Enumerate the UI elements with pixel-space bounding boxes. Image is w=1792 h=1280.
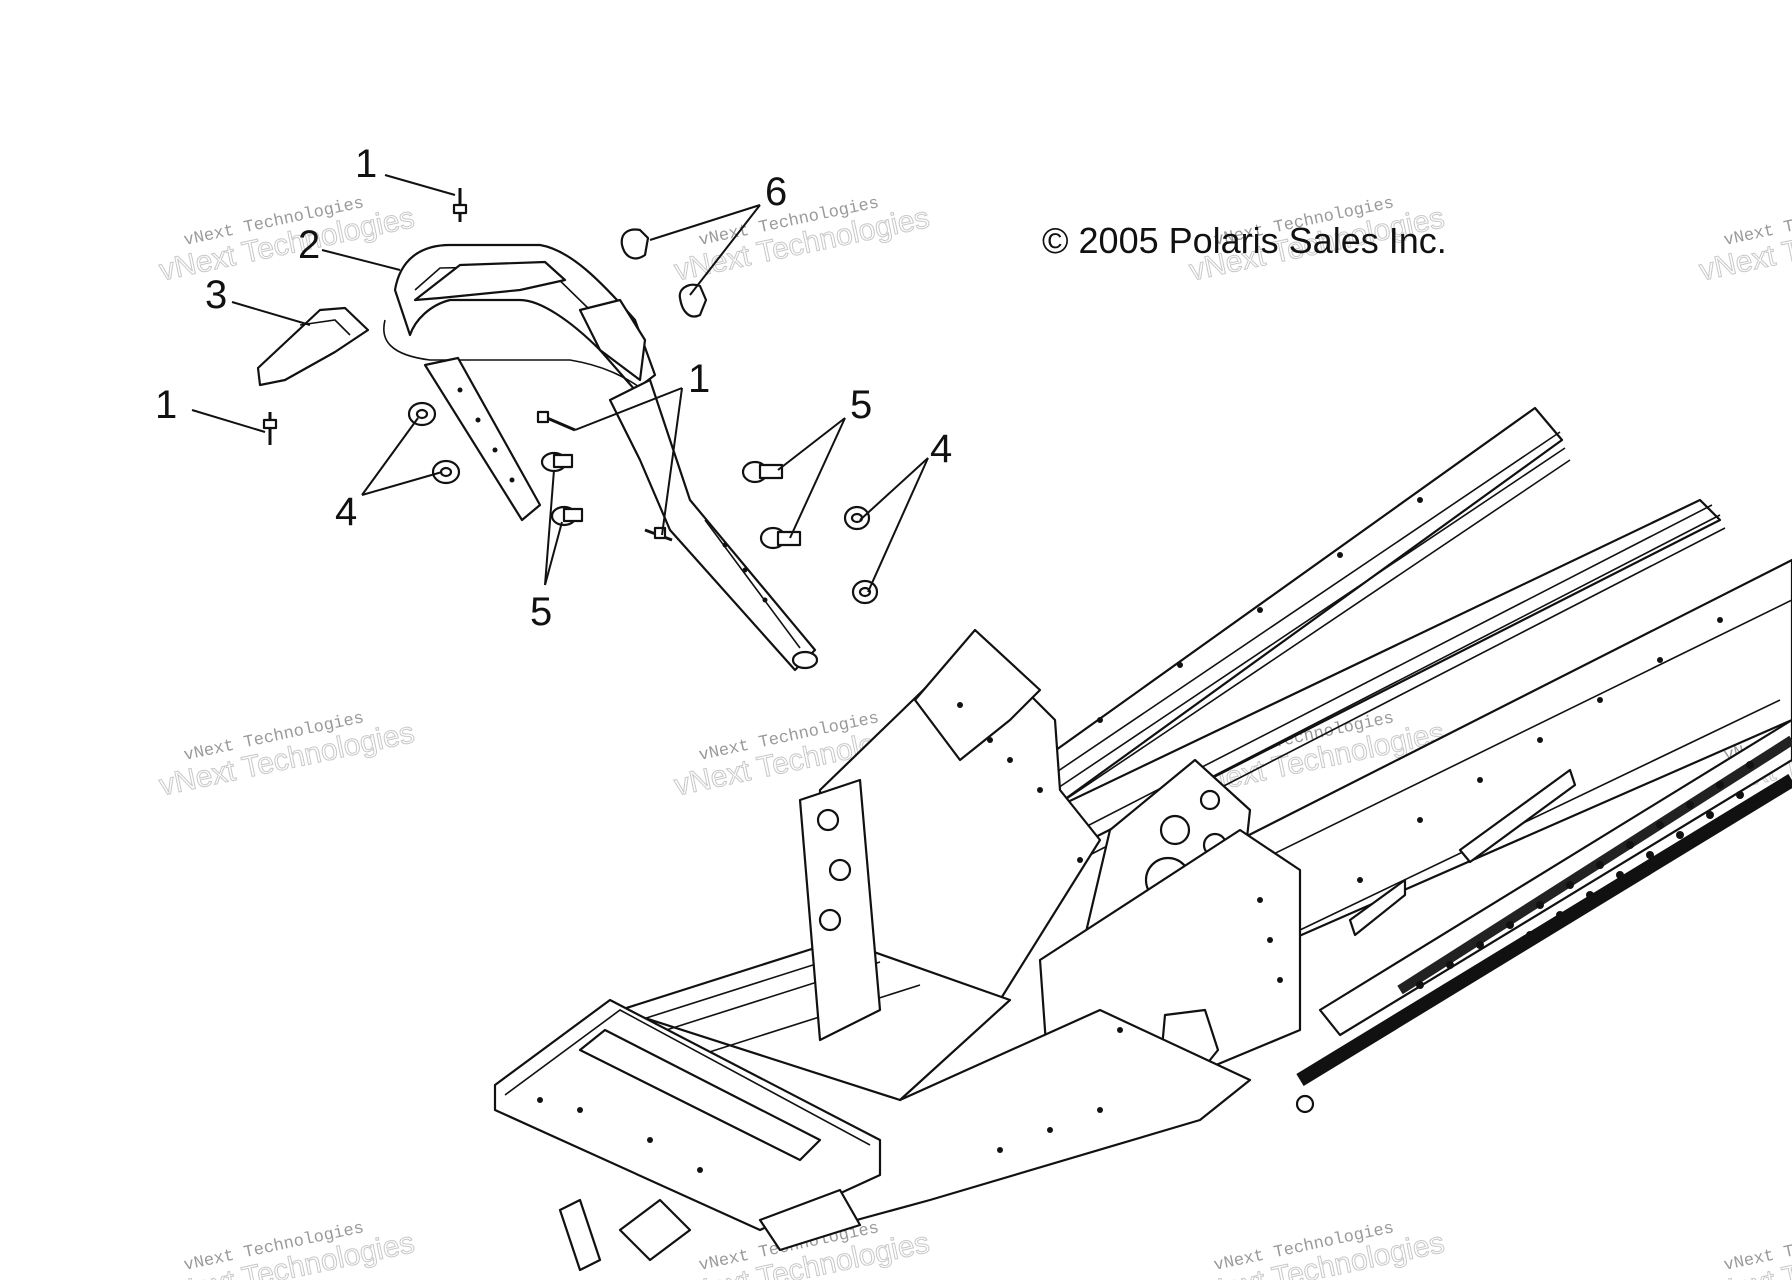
callout-5-right: 5 xyxy=(850,383,872,427)
callout-4-left: 4 xyxy=(335,490,357,534)
leader-lines xyxy=(191,174,929,593)
chassis-frame xyxy=(493,406,1792,1272)
bolt xyxy=(550,505,584,527)
callout-1-left: 1 xyxy=(155,383,177,427)
mount-bracket-edge xyxy=(299,319,351,336)
callout-1-top: 1 xyxy=(355,142,377,186)
tube-end xyxy=(1295,1094,1315,1114)
callout-6: 6 xyxy=(765,170,787,214)
steering-post-assembly xyxy=(383,243,819,672)
rivet xyxy=(262,412,278,445)
tunnel-slot xyxy=(1348,878,1407,937)
front-crossmember xyxy=(493,998,882,1232)
flange-nut xyxy=(843,505,871,531)
lower-bracket xyxy=(618,1198,692,1262)
mount-bracket xyxy=(256,306,370,387)
right-leg-end xyxy=(791,650,819,670)
bracket-hole xyxy=(1199,789,1221,811)
bulkhead-flap xyxy=(913,628,1042,762)
watermark: vNext Technologies vNext Technologies xyxy=(1696,1219,1792,1280)
running-board-tube xyxy=(1296,774,1792,1086)
tunnel-side-lines xyxy=(1199,599,1792,931)
bolt xyxy=(540,451,574,473)
hoop-bracket xyxy=(578,298,647,382)
lower-bracket xyxy=(558,1198,602,1272)
hoop-lower-curve xyxy=(383,319,651,396)
copyright-notice: © 2005 Polaris Sales Inc. xyxy=(1042,220,1447,261)
bracket-hole xyxy=(1159,814,1191,846)
left-leg xyxy=(423,356,542,522)
right-leg-edge xyxy=(704,519,801,649)
crossmember-edge xyxy=(504,1009,871,1146)
riser-hole xyxy=(828,858,852,882)
callout-1-center: 1 xyxy=(688,357,710,401)
flange-nut xyxy=(407,401,437,427)
watermark: vNext Technologies vNext Technologies xyxy=(1186,1219,1448,1280)
hoop-plate xyxy=(413,260,567,302)
watermark: vNext Technologies vNext Technologies xyxy=(156,194,418,288)
callout-5-left: 5 xyxy=(530,590,552,634)
watermark: vNext Technologies vNext Technologies xyxy=(1696,194,1792,288)
rivet xyxy=(536,410,576,432)
callout-2: 2 xyxy=(298,223,320,267)
left-riser xyxy=(798,778,882,1042)
rivet xyxy=(452,188,468,222)
callout-4-right: 4 xyxy=(930,427,952,471)
riser-hole xyxy=(816,808,840,832)
watermark: vNext Technologies vNext Technologies xyxy=(156,1219,418,1280)
callout-3: 3 xyxy=(205,273,227,317)
bolt xyxy=(741,460,784,484)
flange-nut xyxy=(851,579,879,605)
tunnel-slot xyxy=(1458,768,1577,864)
callouts: 1 2 3 1 6 1 5 4 4 5 xyxy=(155,142,952,634)
tunnel-rail-lines xyxy=(1029,431,1571,811)
riser-hole xyxy=(818,908,842,932)
bumper-nut xyxy=(678,283,708,318)
floor-center-panel xyxy=(618,938,1012,1102)
bracket-part-3 xyxy=(256,306,370,387)
watermark: vNext Technologies vNext Technologies xyxy=(156,709,418,803)
lower-bracket xyxy=(758,1188,862,1252)
fasteners xyxy=(262,188,879,605)
rivet-holes xyxy=(537,497,1723,1173)
crossmember-slot xyxy=(578,1028,822,1162)
flange-nut xyxy=(431,459,461,485)
running-board-holes xyxy=(1416,761,1754,999)
bumper-cap xyxy=(620,228,650,260)
bolt xyxy=(759,526,802,550)
rivet xyxy=(644,526,673,542)
running-board xyxy=(1318,718,1792,1037)
